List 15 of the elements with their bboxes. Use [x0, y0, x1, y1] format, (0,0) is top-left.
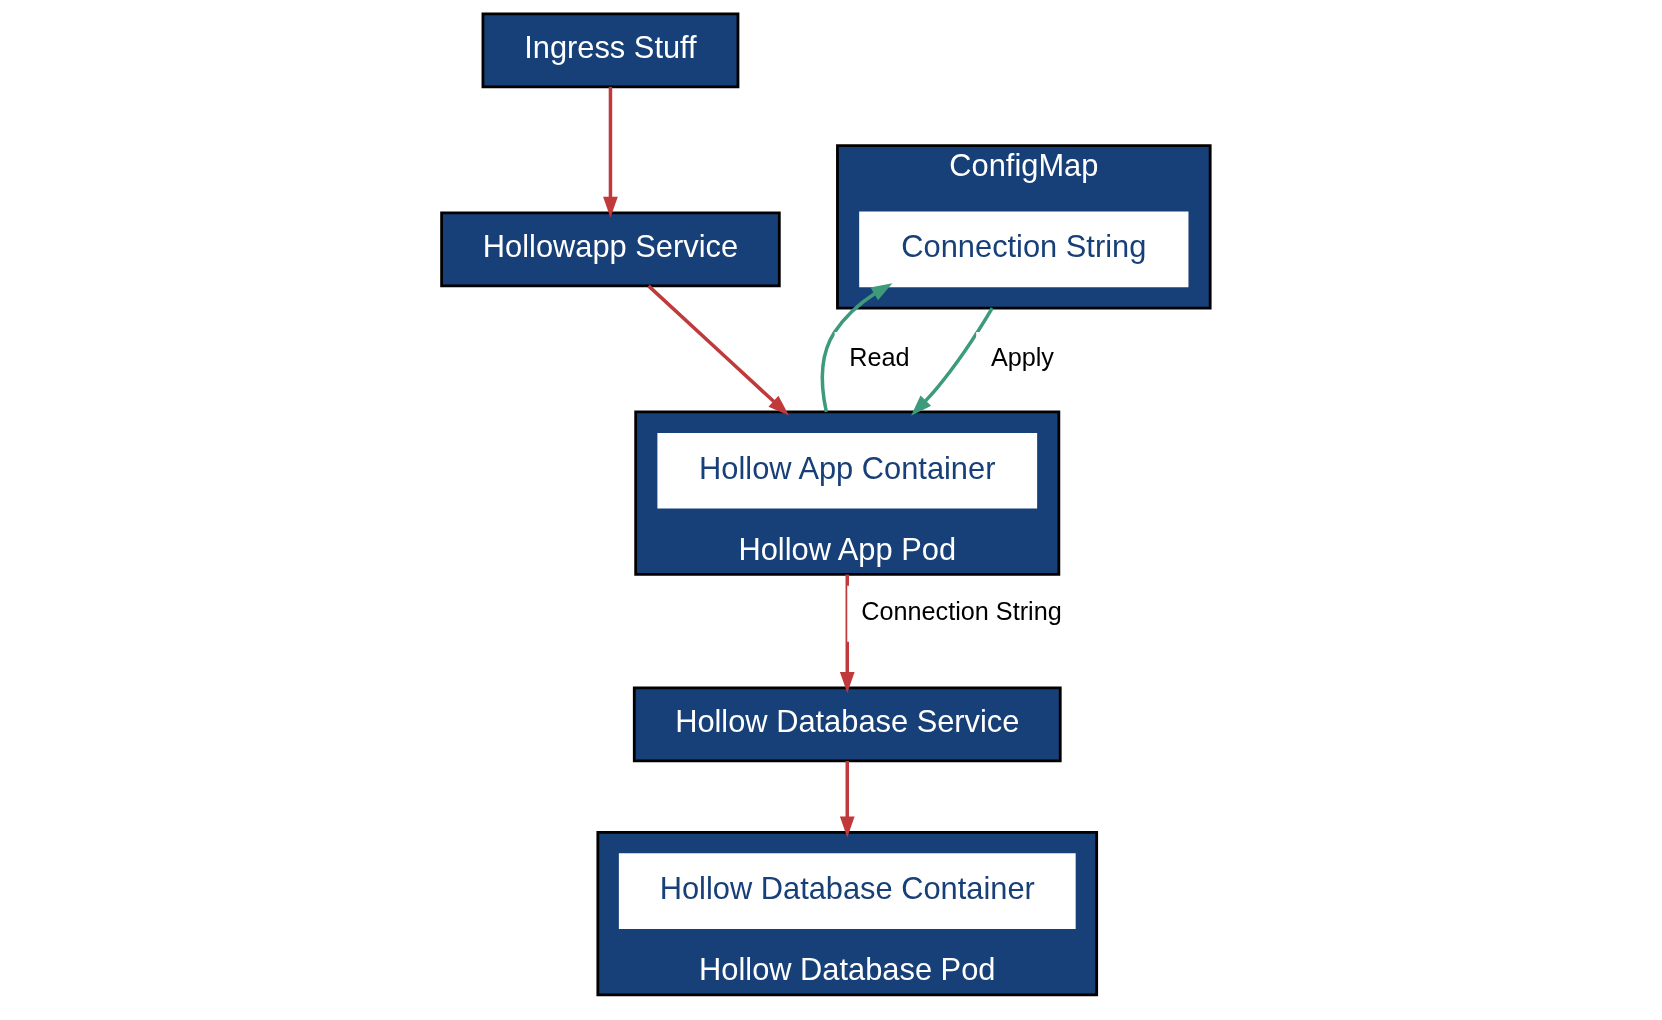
node-box: Connection String	[858, 211, 1188, 288]
arrow	[646, 284, 789, 416]
arrow	[910, 307, 994, 416]
node-box: Hollow Database Container	[618, 853, 1076, 929]
arrow	[820, 283, 892, 413]
edge-label: Connection String	[860, 596, 1062, 625]
arrow	[839, 574, 855, 694]
node-box: Ingress Stuff	[481, 12, 739, 89]
node-box: Hollow Database Service	[632, 686, 1062, 763]
node-box: Hollow App Container	[656, 432, 1037, 509]
arrow	[839, 760, 855, 838]
edge-label: Apply	[990, 343, 1054, 372]
node-box: Hollowapp Service	[439, 211, 781, 288]
edge-label: Read	[848, 343, 910, 372]
arrow	[602, 86, 618, 218]
